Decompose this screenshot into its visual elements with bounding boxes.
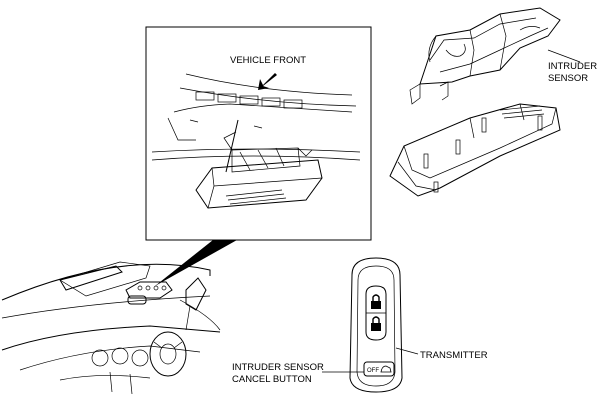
cancel-button-label-line2: CANCEL BUTTON bbox=[232, 374, 312, 385]
sensor-housing-tray bbox=[389, 103, 561, 197]
intruder-sensor-cancel-button[interactable]: OFF bbox=[363, 361, 395, 377]
inset-callout-wedge bbox=[155, 240, 237, 286]
transmitter-leader bbox=[395, 347, 419, 355]
intruder-sensor-leader bbox=[547, 49, 581, 63]
vehicle-interior-view bbox=[1, 261, 221, 395]
intruder-sensor-assembly: INTRUDER SENSOR bbox=[389, 7, 597, 197]
intruder-sensor-label-line2: SENSOR bbox=[548, 73, 588, 84]
unlock-icon[interactable] bbox=[371, 316, 381, 331]
console-openings bbox=[167, 91, 303, 141]
arrow-down-left-icon bbox=[258, 73, 277, 90]
transmitter-label: TRANSMITTER bbox=[420, 350, 488, 361]
overhead-console-in-car bbox=[125, 281, 173, 299]
vehicle-front-label: VEHICLE FRONT bbox=[230, 55, 306, 66]
detail-inset: VEHICLE FRONT bbox=[145, 26, 372, 286]
off-key-label: OFF bbox=[367, 368, 379, 374]
car-trunk-icon bbox=[380, 365, 392, 373]
intruder-sensor-label-line1: INTRUDER bbox=[548, 61, 597, 72]
lock-icon[interactable] bbox=[371, 294, 381, 309]
overhead-console-unit bbox=[195, 119, 323, 209]
intruder-sensor-unit bbox=[409, 7, 561, 105]
transmitter: OFF TRANSMITTER INTRUDER SENSOR CANCEL B… bbox=[232, 257, 488, 393]
cancel-button-label-line1: INTRUDER SENSOR bbox=[232, 362, 324, 373]
